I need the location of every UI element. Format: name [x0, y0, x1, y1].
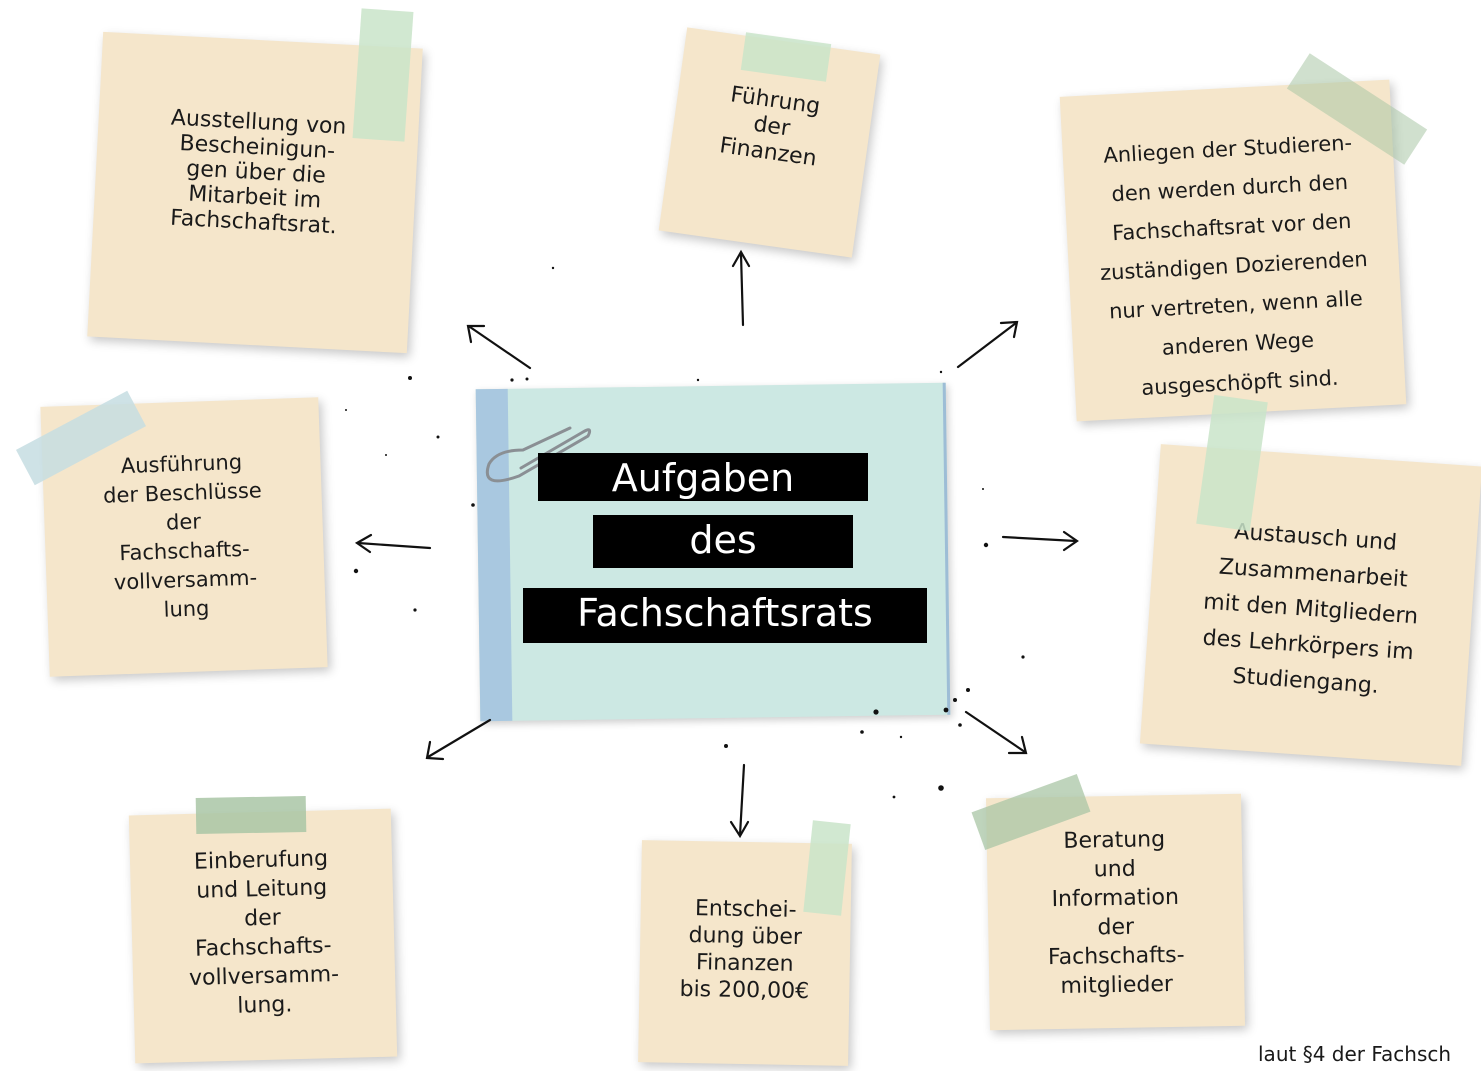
arrow-up — [739, 252, 745, 327]
arrow-up-right — [956, 321, 1018, 369]
arrow-up-left — [468, 325, 532, 370]
paperclip-icon — [486, 426, 592, 483]
title-bar-fachschaftsrats: Fachschaftsrats — [523, 588, 927, 643]
arrow-left — [356, 541, 432, 550]
title-bar-aufgaben: Aufgaben — [538, 453, 868, 501]
title-bar-des: des — [593, 515, 853, 568]
arrow-down-left — [426, 718, 492, 759]
ink-speckles — [345, 266, 1025, 799]
source-footnote: laut §4 der Fachsch — [1258, 1042, 1452, 1066]
arrow-down-right — [964, 710, 1027, 754]
arrow-down — [738, 763, 746, 837]
arrow-right — [1001, 535, 1078, 543]
